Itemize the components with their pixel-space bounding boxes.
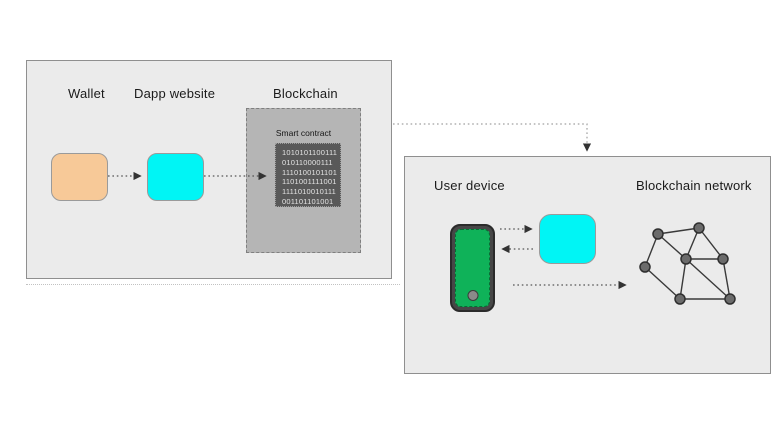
blockchain-label: Blockchain [273, 86, 338, 101]
smart-contract-code-box: 1010101100111 010110000111 1110100101101… [275, 143, 341, 207]
phone-home-button-icon [467, 290, 478, 301]
panel-shadow-dotted-line [26, 284, 400, 285]
code-line: 1111010010111 [282, 187, 337, 197]
phone-screen [455, 229, 490, 307]
phone-icon [450, 224, 495, 312]
blockchain-container: Smart contract 1010101100111 01011000011… [246, 108, 361, 253]
user-device-label: User device [434, 178, 505, 193]
dapp-website-box [147, 153, 204, 201]
signing-request-box [539, 214, 596, 264]
dapp-website-label: Dapp website [134, 86, 216, 101]
arrow-blockchain-to-user-panel [393, 123, 592, 152]
user-flow-panel: User device Blockchain network [404, 156, 771, 374]
code-line: 1101001111001 [282, 177, 337, 187]
code-line: 010110000111 [282, 157, 333, 167]
code-line: 1010101100111 [282, 148, 338, 157]
code-line: 1110100101101 [282, 167, 338, 177]
dapp-flow-panel: Wallet Dapp website Blockchain Smart con… [26, 60, 392, 279]
blockchain-network-label: Blockchain network [636, 178, 752, 193]
code-line: 001101101001 [282, 196, 334, 206]
wallet-label: Wallet [68, 86, 105, 101]
smart-contract-label: Smart contract [275, 128, 332, 138]
wallet-box [51, 153, 108, 201]
